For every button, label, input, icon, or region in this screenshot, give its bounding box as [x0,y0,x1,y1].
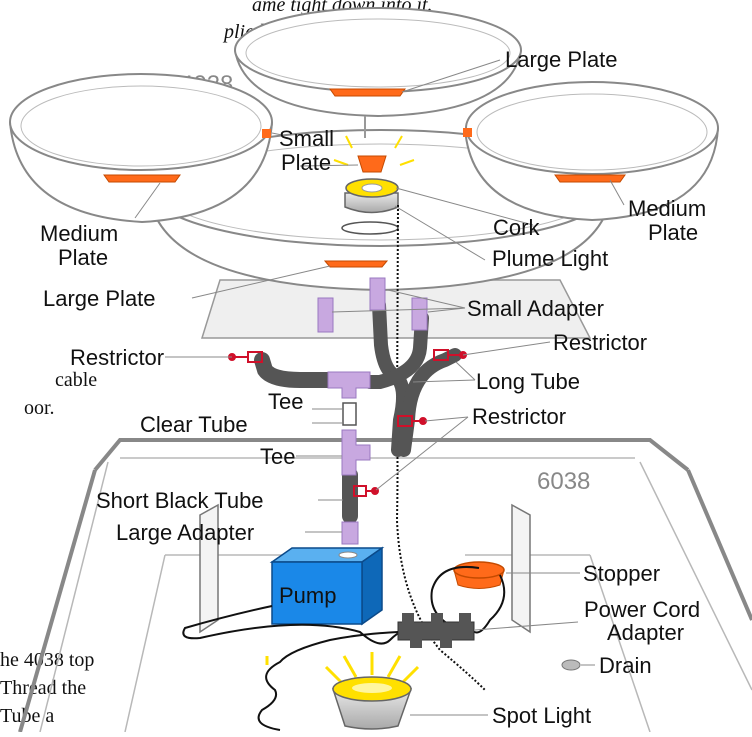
label-medium-plate-right-1: Medium [628,196,706,221]
medium-plate-left [9,73,273,224]
label-power-cord-2: Adapter [607,620,684,645]
label-large-plate-top: Large Plate [505,47,618,72]
power-cord-adapter [397,613,475,648]
label-short-black-tube: Short Black Tube [96,488,264,513]
adapters [317,277,428,545]
stopper-cord [469,574,506,634]
side-text-cable: cable [55,369,97,391]
label-stopper: Stopper [583,561,660,586]
label-restrictor-right: Restrictor [553,330,647,355]
label-tee-bottom: Tee [260,444,295,469]
label-long-tube: Long Tube [476,369,580,394]
pump-label: Pump [279,583,336,608]
label-medium-plate-left-2: Plate [58,245,108,270]
label-power-cord-1: Power Cord [584,597,700,622]
spot-light [324,652,420,730]
basin-6038 [18,438,752,733]
stopper [453,561,505,589]
spot-light-cord [257,631,399,731]
label-medium-plate-right-2: Plate [648,220,698,245]
label-large-plate-left: Large Plate [43,286,156,311]
model-number-6038: 6038 [537,468,590,495]
side-text-thread: Thread the [0,677,86,699]
plume-light [333,135,415,214]
light-cable [395,204,486,691]
large-plate-top [234,7,522,138]
side-text-tube: Tube a [0,705,54,727]
label-large-adapter: Large Adapter [116,520,254,545]
label-small-plate-1: Small [279,126,334,151]
label-restrictor-left: Restrictor [70,345,164,370]
tees [327,371,371,476]
label-small-adapter: Small Adapter [467,296,604,321]
medium-plate-right [463,81,719,222]
pump [269,546,385,626]
label-clear-tube: Clear Tube [140,412,248,437]
label-drain: Drain [599,653,652,678]
label-cork: Cork [493,215,540,240]
label-small-plate-2: Plate [281,150,331,175]
side-text-top: he 4038 top [0,649,94,671]
label-spot-light: Spot Light [492,703,591,728]
label-medium-plate-left-1: Medium [40,221,118,246]
clear-tube [342,402,357,426]
label-plume-light: Plume Light [492,246,608,271]
label-restrictor-mid: Restrictor [472,404,566,429]
label-tee-top: Tee [268,389,303,414]
side-text-oor: oor. [24,397,55,419]
cork [357,155,387,173]
leader-lines [134,59,625,716]
drain [561,659,581,671]
pump-cord [182,605,411,645]
